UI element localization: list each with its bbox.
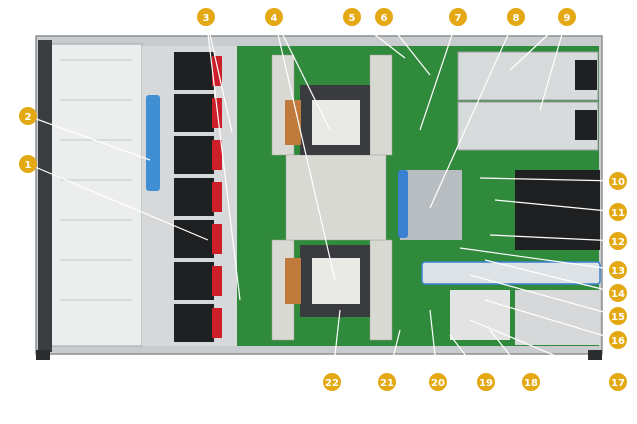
drive-backplane-module (146, 95, 160, 191)
svg-text:10: 10 (611, 177, 625, 188)
callout-15: 15 (609, 307, 627, 325)
callout-7: 7 (449, 8, 467, 26)
callout-18: 18 (522, 373, 540, 391)
svg-text:1: 1 (25, 160, 32, 171)
callout-4: 4 (265, 8, 283, 26)
callout-12: 12 (609, 232, 627, 250)
svg-text:12: 12 (611, 237, 625, 248)
power-supplies (457, 51, 599, 151)
chassis-foot-front (36, 350, 50, 360)
svg-text:13: 13 (611, 266, 625, 277)
callout-20: 20 (429, 373, 447, 391)
callout-16: 16 (609, 331, 627, 349)
svg-text:21: 21 (380, 378, 394, 389)
callout-21: 21 (378, 373, 396, 391)
callout-5: 5 (343, 8, 361, 26)
svg-text:2: 2 (25, 112, 32, 123)
callout-3: 3 (197, 8, 215, 26)
svg-text:14: 14 (611, 289, 625, 300)
front-bezel (38, 40, 52, 352)
riser-blue-latch (398, 170, 408, 238)
callout-22: 22 (323, 373, 341, 391)
callout-2: 2 (19, 107, 37, 125)
svg-text:4: 4 (271, 13, 278, 24)
system-fans (174, 52, 222, 342)
callout-6: 6 (375, 8, 393, 26)
svg-text:18: 18 (524, 378, 538, 389)
callout-17: 17 (609, 373, 627, 391)
svg-text:6: 6 (381, 13, 388, 24)
svg-text:11: 11 (611, 208, 625, 219)
callout-14: 14 (609, 284, 627, 302)
callout-9: 9 (558, 8, 576, 26)
callout-19: 19 (477, 373, 495, 391)
svg-text:16: 16 (611, 336, 625, 347)
svg-text:22: 22 (325, 378, 339, 389)
svg-text:5: 5 (349, 13, 356, 24)
svg-text:19: 19 (479, 378, 493, 389)
svg-text:8: 8 (513, 13, 520, 24)
front-drive-bay (49, 43, 143, 347)
processor-heatsinks (285, 85, 370, 317)
svg-text:15: 15 (611, 312, 625, 323)
callout-11: 11 (609, 203, 627, 221)
chassis-foot-rear (588, 350, 602, 360)
callout-13: 13 (609, 261, 627, 279)
callout-8: 8 (507, 8, 525, 26)
storage-controller-area (450, 290, 510, 340)
callout-10: 10 (609, 172, 627, 190)
secondary-riser (421, 261, 601, 285)
svg-text:7: 7 (455, 13, 462, 24)
callout-1: 1 (19, 155, 37, 173)
svg-text:9: 9 (564, 13, 571, 24)
svg-text:17: 17 (611, 378, 625, 389)
svg-text:3: 3 (203, 13, 210, 24)
svg-text:20: 20 (431, 378, 445, 389)
